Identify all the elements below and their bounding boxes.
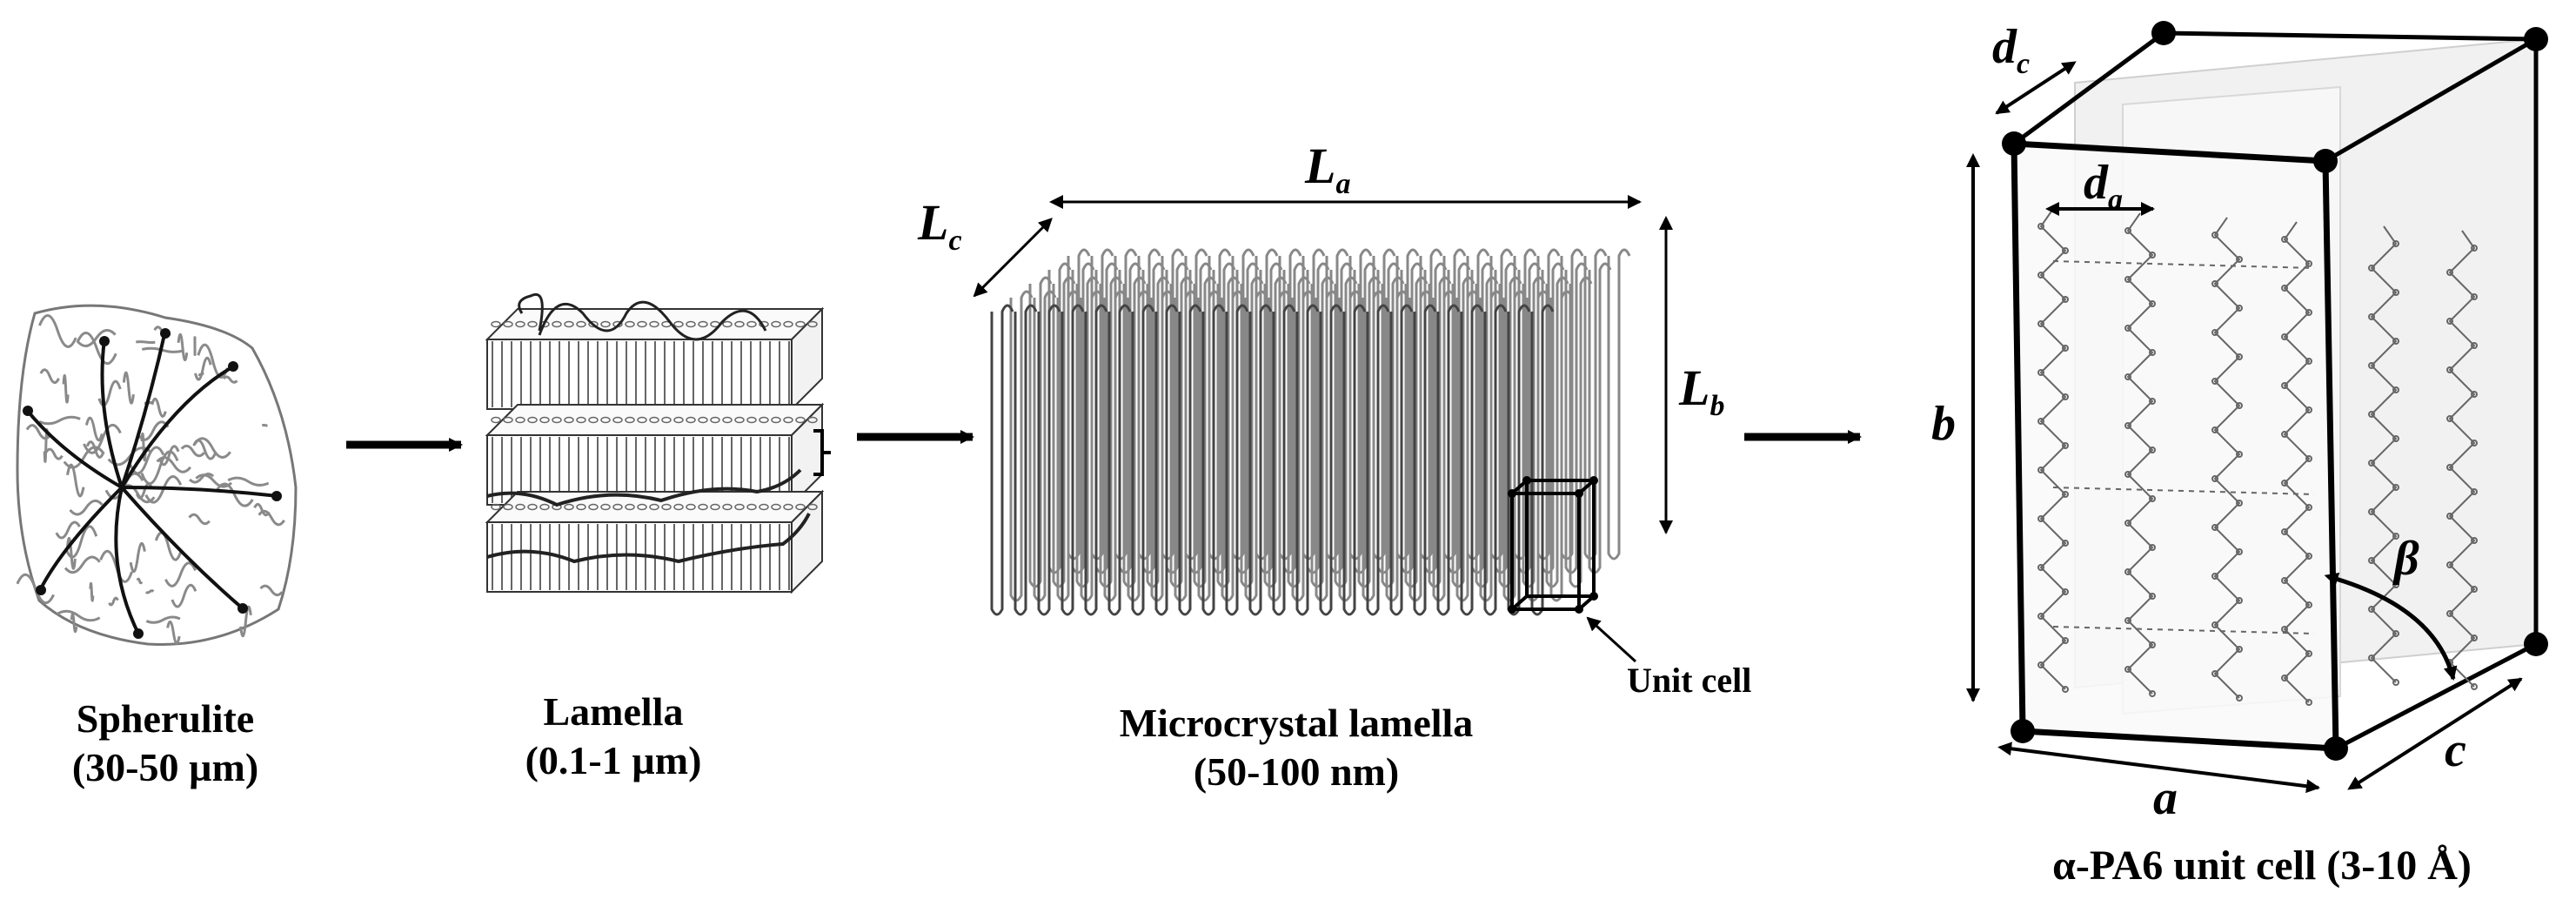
label-axis-a: a: [2153, 771, 2178, 825]
caption-unit-cell-name: α-PA6 unit cell (3-10 Å): [2052, 843, 2472, 889]
label-da: da: [2084, 156, 2123, 216]
caption-spherulite-name: Spherulite: [76, 696, 255, 741]
caption-unit-cell: α-PA6 unit cell (3-10 Å): [1957, 841, 2566, 891]
caption-spherulite: Spherulite (30-50 µm): [0, 695, 331, 792]
caption-spherulite-size: (30-50 µm): [71, 745, 259, 789]
microcrystal-lamella-illustration: [973, 195, 1673, 663]
label-axis-b: b: [1931, 397, 1956, 451]
pa6-unit-cell-illustration: [1966, 21, 2548, 794]
caption-lamella-name: Lamella: [543, 689, 684, 734]
caption-lamella: Lamella (0.1-1 µm): [439, 688, 787, 785]
caption-lamella-size: (0.1-1 µm): [525, 738, 702, 782]
label-unit-cell: Unit cell: [1627, 661, 1751, 700]
label-dc: dc: [1992, 20, 2030, 80]
label-Lc: Lc: [917, 194, 962, 257]
spherulite-illustration: [16, 304, 298, 646]
caption-microcrystal-size: (50-100 nm): [1193, 749, 1400, 794]
label-axis-c: c: [2445, 723, 2466, 777]
lamella-stack-illustration: [485, 292, 831, 594]
label-angle-beta: β: [2392, 532, 2419, 586]
label-Lb: Lb: [1678, 359, 1724, 422]
caption-microcrystal-lamella: Microcrystal lamella (50-100 nm): [1027, 699, 1566, 796]
caption-microcrystal-name: Microcrystal lamella: [1119, 701, 1474, 745]
label-La: La: [1304, 138, 1350, 200]
